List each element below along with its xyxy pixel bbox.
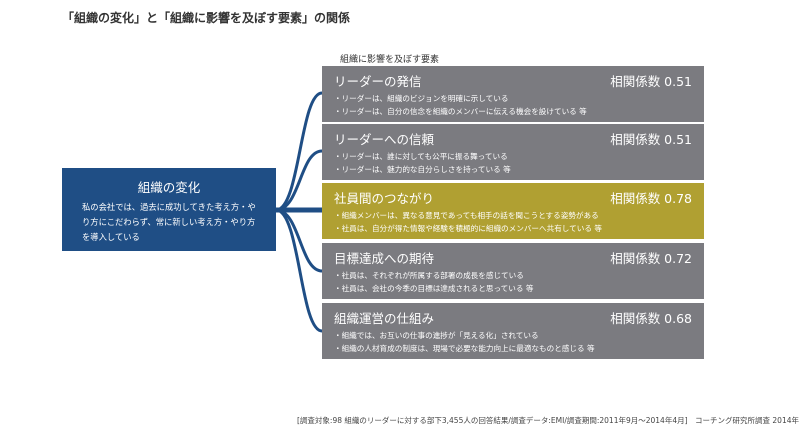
bullet: ・リーダーは、誰に対しても公平に振る舞っている: [334, 152, 508, 161]
connector-1: [275, 91, 323, 212]
factor-name: 目標達成への期待: [334, 251, 435, 266]
correlation-coefficient: 相関係数 0.51: [610, 132, 692, 147]
factor-bullets: ・リーダーは、組織のビジョンを明確に示している ・リーダーは、自分の信念を組織の…: [334, 93, 692, 118]
factor-name: 組織運営の仕組み: [334, 311, 435, 326]
factor-bullets: ・社員は、それぞれが所属する部署の成長を感じている ・社員は、会社の今季の目標は…: [334, 270, 692, 295]
bullet: ・組織では、お互いの仕事の進捗が「見える化」されている: [334, 331, 539, 340]
correlation-coefficient: 相関係数 0.51: [610, 74, 692, 89]
factor-box: リーダーへの信頼 相関係数 0.51 ・リーダーは、誰に対しても公平に振る舞って…: [322, 124, 704, 180]
bullet: ・リーダーは、魅力的な自分らしさを持っている 等: [334, 164, 511, 174]
factor-bullets: ・リーダーは、誰に対しても公平に振る舞っている ・リーダーは、魅力的な自分らしさ…: [334, 151, 692, 176]
org-change-box: 組織の変化 私の会社では、過去に成功してきた考え方・やり方にこだわらず、常に新し…: [62, 168, 276, 251]
source-note: [調査対象:98 組織のリーダーに対する部下3,455人の回答結果/調査データ:…: [297, 416, 799, 425]
factor-name: リーダーの発信: [334, 74, 422, 89]
bullet: ・組織の人材育成の制度は、現場で必要な能力向上に最適なものと感じる 等: [334, 343, 595, 353]
factor-box: 目標達成への期待 相関係数 0.72 ・社員は、それぞれが所属する部署の成長を感…: [322, 243, 704, 299]
correlation-coefficient: 相関係数 0.68: [610, 311, 692, 326]
bullet: ・リーダーは、組織のビジョンを明確に示している: [334, 94, 509, 103]
bullet: ・社員は、自分が得た情報や経験を積極的に組織のメンバーへ共有している 等: [334, 223, 602, 233]
connector-5: [275, 208, 323, 333]
org-change-heading: 組織の変化: [137, 180, 201, 195]
bullet: ・リーダーは、自分の信念を組織のメンバーに伝える機会を設けている 等: [334, 106, 587, 116]
bullet: ・社員は、それぞれが所属する部署の成長を感じている: [334, 271, 524, 280]
org-change-description: 私の会社では、過去に成功してきた考え方・やり方にこだわらず、常に新しい考え方・や…: [82, 202, 256, 242]
correlation-coefficient: 相関係数 0.72: [610, 251, 692, 266]
factor-name: 社員間のつながり: [334, 191, 435, 206]
factor-box: 社員間のつながり 相関係数 0.78 ・組織メンバーは、異なる意見であっても相手…: [322, 183, 704, 239]
correlation-coefficient: 相関係数 0.78: [610, 191, 692, 206]
factor-box: リーダーの発信 相関係数 0.51 ・リーダーは、組織のビジョンを明確に示してい…: [322, 66, 704, 122]
bullet: ・組織メンバーは、異なる意見であっても相手の話を聞こうとする姿勢がある: [334, 211, 599, 220]
factors-label: 組織に影響を及ぼす要素: [340, 55, 440, 65]
bullet: ・社員は、会社の今季の目標は達成されると思っている 等: [334, 283, 534, 293]
diagram-title: 「組織の変化」と「組織に影響を及ぼす要素」の関係: [62, 11, 351, 25]
factor-box: 組織運営の仕組み 相関係数 0.68 ・組織では、お互いの仕事の進捗が「見える化…: [322, 303, 704, 359]
factor-bullets: ・組織では、お互いの仕事の進捗が「見える化」されている ・組織の人材育成の制度は…: [334, 330, 692, 355]
factor-name: リーダーへの信頼: [334, 132, 435, 147]
factor-bullets: ・組織メンバーは、異なる意見であっても相手の話を聞こうとする姿勢がある ・社員は…: [334, 210, 692, 235]
